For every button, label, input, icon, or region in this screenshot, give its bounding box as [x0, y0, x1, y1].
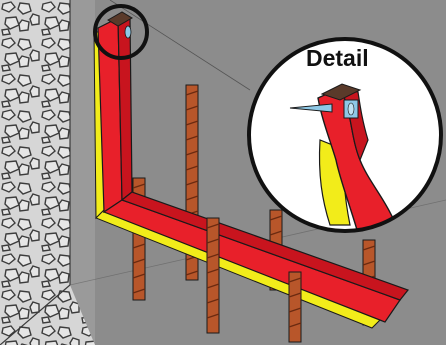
- anchor-bolt-icon: [125, 26, 131, 38]
- detail-label: Detail: [306, 45, 369, 71]
- wall-face: [70, 0, 95, 345]
